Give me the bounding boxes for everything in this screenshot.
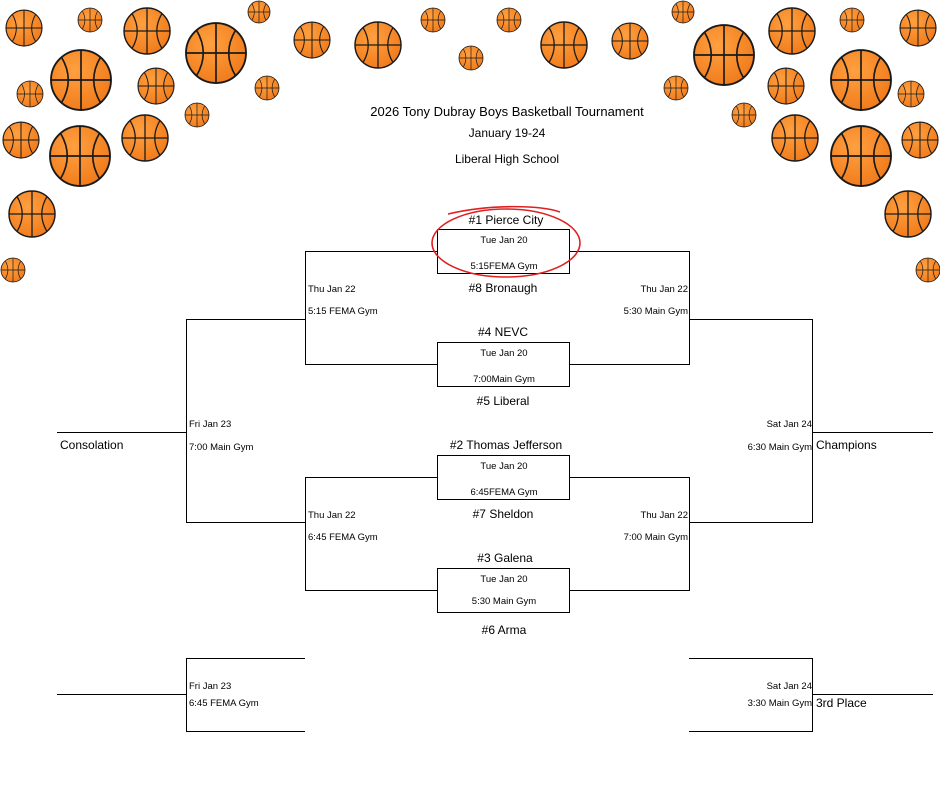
team-seed-8: #8 Bronaugh xyxy=(468,281,538,295)
team-seed-5: #5 Liberal xyxy=(476,394,530,408)
team-seed-1: #1 Pierce City xyxy=(468,213,544,227)
bracket-connector xyxy=(305,477,438,591)
game-time: 6:45FEMA Gym xyxy=(470,487,538,498)
team-seed-2: #2 Thomas Jefferson xyxy=(449,438,563,452)
third-place-time: 3:30 Main Gym xyxy=(747,698,812,709)
game-time: 5:30 Main Gym xyxy=(471,596,537,607)
bracket-connector xyxy=(689,658,813,732)
semi-time: 5:15 FEMA Gym xyxy=(308,306,378,317)
tournament-venue: Liberal High School xyxy=(454,152,560,166)
team-seed-6: #6 Arma xyxy=(481,623,527,637)
tournament-dates: January 19-24 xyxy=(468,126,546,140)
third-place-date: Sat Jan 24 xyxy=(766,681,812,692)
game-date: Tue Jan 20 xyxy=(480,235,528,246)
team-seed-7: #7 Sheldon xyxy=(472,507,534,521)
semi-time: 5:30 Main Gym xyxy=(623,306,688,317)
lower-left-time: 6:45 FEMA Gym xyxy=(189,698,259,709)
championship-date: Sat Jan 24 xyxy=(766,419,812,430)
bracket-connector xyxy=(186,658,305,732)
team-seed-3: #3 Galena xyxy=(477,551,533,565)
semi-time: 6:45 FEMA Gym xyxy=(308,532,378,543)
tournament-title: 2026 Tony Dubray Boys Basketball Tournam… xyxy=(370,104,644,119)
game-date: Tue Jan 20 xyxy=(480,574,528,585)
third-place-label: 3rd Place xyxy=(816,696,867,710)
bracket-connector xyxy=(569,477,690,591)
red-circle-mark xyxy=(431,205,581,278)
game-date: Tue Jan 20 xyxy=(480,461,528,472)
championship-time: 6:30 Main Gym xyxy=(747,442,812,453)
champions-label: Champions xyxy=(816,438,877,452)
semi-date: Thu Jan 22 xyxy=(308,510,356,521)
consolation-label: Consolation xyxy=(60,438,124,452)
semi-date: Thu Jan 22 xyxy=(640,510,688,521)
lower-left-date: Fri Jan 23 xyxy=(189,681,232,692)
bracket-connector xyxy=(186,319,306,523)
team-seed-4: #4 NEVC xyxy=(477,325,529,339)
semi-time: 7:00 Main Gym xyxy=(623,532,688,543)
bracket-connector xyxy=(689,319,813,523)
game-time: 7:00Main Gym xyxy=(473,374,535,385)
bracket-connector xyxy=(305,251,438,365)
bracket-connector xyxy=(569,251,690,365)
consolation-date: Fri Jan 23 xyxy=(189,419,232,430)
game-time: 5:15FEMA Gym xyxy=(470,261,538,272)
semi-date: Thu Jan 22 xyxy=(640,284,688,295)
semi-date: Thu Jan 22 xyxy=(308,284,356,295)
game-date: Tue Jan 20 xyxy=(480,348,528,359)
consolation-time: 7:00 Main Gym xyxy=(189,442,254,453)
